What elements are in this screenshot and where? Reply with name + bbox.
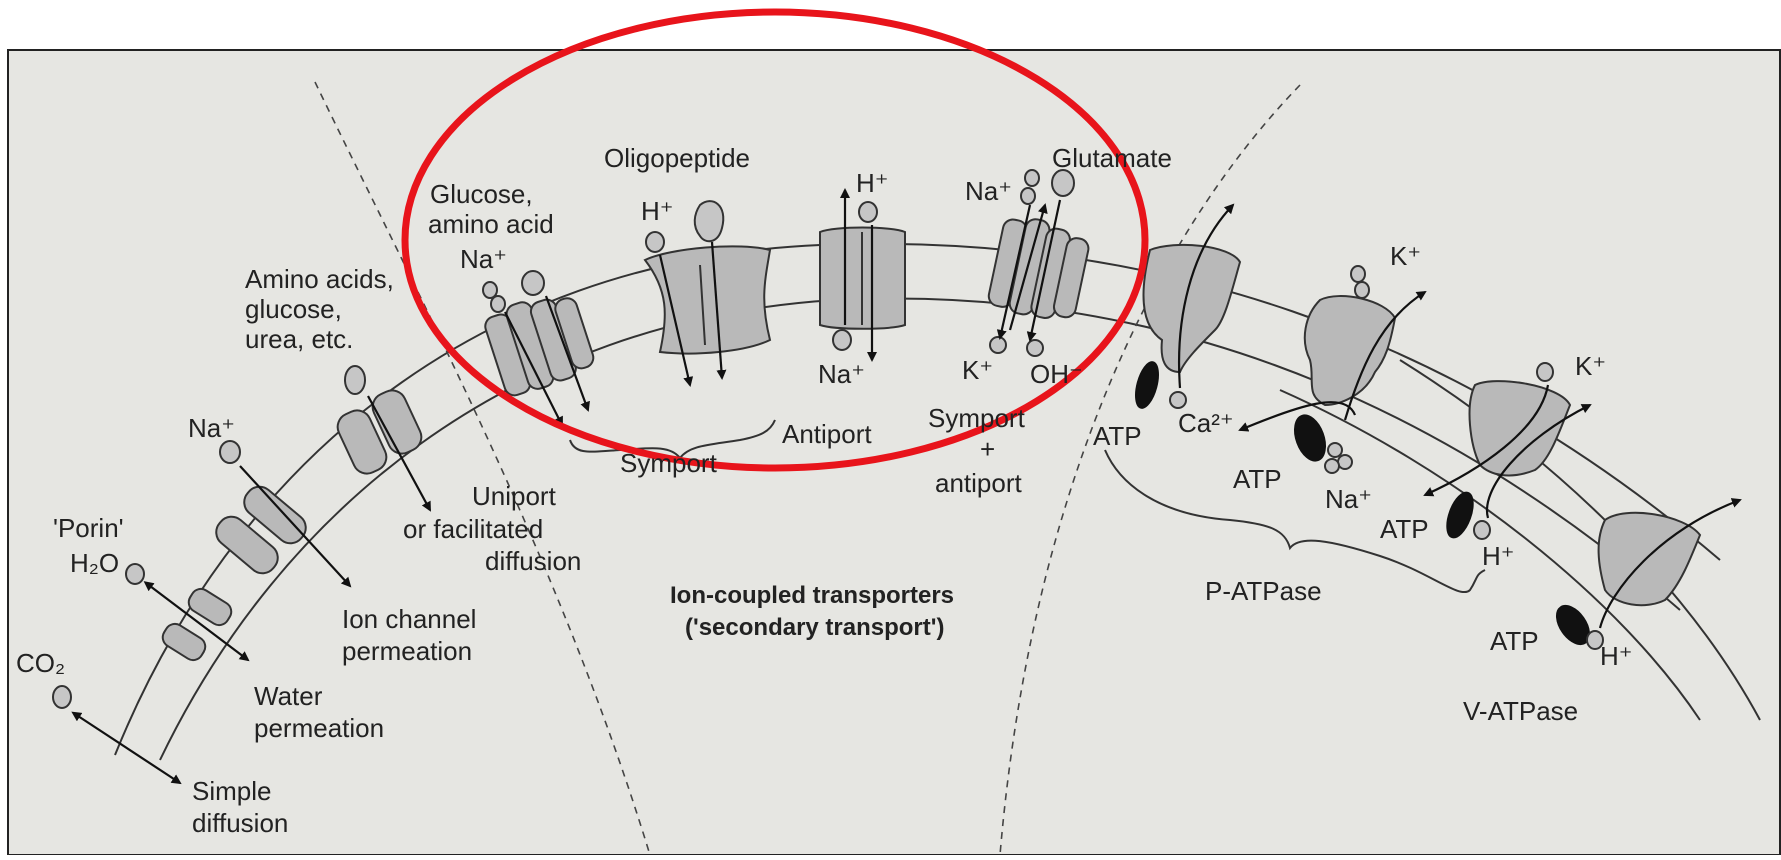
- na-ion-nak-3: [1325, 459, 1339, 473]
- label-h-antiport: H⁺: [856, 168, 889, 198]
- label-diffusion-uniport: diffusion: [485, 546, 581, 576]
- label-glutamate: Glutamate: [1052, 143, 1172, 173]
- label-atp-4: ATP: [1490, 626, 1539, 656]
- k-ion-sa: [990, 337, 1006, 353]
- uniport-solute: [345, 366, 365, 394]
- label-porin: 'Porin': [53, 513, 124, 543]
- label-atp-1: ATP: [1093, 421, 1142, 451]
- h-ion-symport: [646, 232, 664, 252]
- co2-molecule: [53, 686, 71, 708]
- label-na-channel: Na⁺: [188, 413, 235, 443]
- label-simple-diffusion: diffusion: [192, 808, 288, 838]
- label-simple: Simple: [192, 776, 271, 806]
- label-h-symport: H⁺: [641, 196, 674, 226]
- label-k-sa: K⁺: [962, 355, 993, 385]
- label-symport-antiport-1: Symport: [928, 403, 1026, 433]
- na-ion-antiport: [833, 330, 851, 350]
- ca-ion: [1170, 392, 1186, 408]
- symporter-2: [645, 246, 770, 353]
- label-glucose: Glucose,: [430, 179, 533, 209]
- label-h-hk: H⁺: [1482, 541, 1515, 571]
- glutamate-molecule: [1052, 170, 1074, 196]
- label-co2: CO₂: [16, 648, 65, 678]
- label-symport: Symport: [620, 448, 718, 478]
- na-small-2: [491, 296, 505, 312]
- glucose-molecule: [522, 271, 544, 295]
- label-k-hk: K⁺: [1575, 351, 1606, 381]
- label-ion-coupled: Ion-coupled transporters: [670, 582, 954, 609]
- label-symport-antiport-2: +: [980, 434, 995, 464]
- h-ion-antiport: [859, 202, 877, 222]
- label-amino-acid: amino acid: [428, 209, 554, 239]
- label-ca: Ca²⁺: [1178, 408, 1234, 438]
- label-ion-permeation: permeation: [342, 636, 472, 666]
- label-atp-3: ATP: [1380, 514, 1429, 544]
- label-glucose-2: glucose,: [245, 294, 342, 324]
- k-ion-nak-2: [1355, 282, 1369, 298]
- label-secondary-transport: ('secondary transport'): [685, 614, 944, 641]
- label-p-atpase: P-ATPase: [1205, 576, 1322, 606]
- label-na-sa: Na⁺: [965, 176, 1012, 206]
- label-k-nak: K⁺: [1390, 241, 1421, 271]
- na-ion-nak-1: [1328, 443, 1342, 457]
- label-urea: urea, etc.: [245, 324, 353, 354]
- k-ion-hk: [1537, 363, 1553, 381]
- na-ion-sa-2: [1021, 188, 1035, 204]
- oh-ion-sa: [1027, 340, 1043, 356]
- label-oh: OH⁻: [1030, 359, 1083, 389]
- label-facilitated: or facilitated: [403, 514, 543, 544]
- h-ion-hk: [1474, 521, 1490, 539]
- na-small-1: [483, 282, 497, 298]
- label-atp-2: ATP: [1233, 464, 1282, 494]
- k-ion-nak-1: [1351, 266, 1365, 282]
- label-na-nak: Na⁺: [1325, 484, 1372, 514]
- label-water-permeation: permeation: [254, 713, 384, 743]
- label-ion-channel: Ion channel: [342, 604, 476, 634]
- label-na-symport: Na⁺: [460, 244, 507, 274]
- label-uniport: Uniport: [472, 481, 557, 511]
- label-amino-acids: Amino acids,: [245, 264, 394, 294]
- oligopeptide-molecule: [695, 201, 724, 241]
- water-molecule: [126, 564, 144, 584]
- label-oligopeptide: Oligopeptide: [604, 143, 750, 173]
- na-ion-sa-1: [1025, 170, 1039, 186]
- label-antiport: Antiport: [782, 419, 872, 449]
- label-water: Water: [254, 681, 323, 711]
- label-symport-antiport-3: antiport: [935, 468, 1022, 498]
- label-h2o: H₂O: [70, 548, 119, 578]
- label-na-antiport: Na⁺: [818, 359, 865, 389]
- label-h-v: H⁺: [1600, 641, 1633, 671]
- label-v-atpase: V-ATPase: [1463, 696, 1578, 726]
- na-ion-nak-2: [1338, 455, 1352, 469]
- na-ion-channel: [220, 441, 240, 463]
